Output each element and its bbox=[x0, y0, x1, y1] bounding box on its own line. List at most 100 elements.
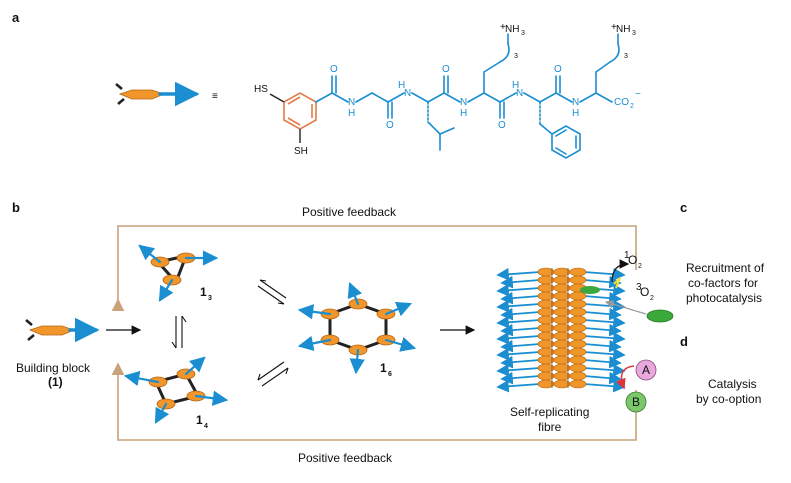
tetramer-label: 1 bbox=[196, 413, 203, 427]
panel-c-line2: co-factors for bbox=[688, 276, 758, 290]
fibre-strand bbox=[496, 267, 541, 281]
svg-text:3: 3 bbox=[514, 53, 518, 60]
cofactor-recruitment-arrow bbox=[604, 300, 647, 315]
triplet-o2: O bbox=[640, 285, 649, 299]
feedback-loop-bottom bbox=[111, 362, 637, 441]
fibre-ring-unit bbox=[569, 267, 587, 277]
equilibrium-vertical bbox=[171, 315, 187, 349]
svg-text:NH: NH bbox=[616, 24, 630, 35]
catalysis-arrow bbox=[615, 365, 635, 390]
svg-text:O: O bbox=[554, 64, 562, 75]
trimer-macrocycle bbox=[138, 244, 219, 302]
peptide-structure bbox=[269, 33, 620, 159]
singlet-o2-sup: 1 bbox=[624, 250, 630, 261]
svg-text:N: N bbox=[516, 88, 523, 99]
fibre-ring-unit bbox=[569, 379, 587, 389]
svg-text:−: − bbox=[635, 89, 641, 100]
fibre-ring-unit bbox=[569, 347, 587, 357]
fibre-strand bbox=[583, 299, 626, 313]
svg-text:O: O bbox=[330, 64, 338, 75]
svg-text:+: + bbox=[500, 22, 506, 33]
panel-d-line1: Catalysis bbox=[708, 377, 757, 391]
positive-feedback-bottom-label: Positive feedback bbox=[298, 451, 393, 465]
fibre-strand bbox=[496, 347, 541, 361]
svg-text:O: O bbox=[442, 64, 450, 75]
fibre-strand bbox=[500, 355, 541, 369]
fibre-ring-unit bbox=[569, 291, 587, 301]
fibre-strand bbox=[583, 339, 622, 353]
fibre-strand bbox=[496, 299, 541, 313]
oxygen-cycle bbox=[580, 259, 630, 294]
fibre-strand bbox=[500, 339, 541, 353]
building-block-label: Building block bbox=[16, 361, 91, 375]
svg-text:N: N bbox=[460, 97, 467, 108]
substrate-a-circle bbox=[635, 359, 657, 381]
building-block-id: (1) bbox=[48, 375, 63, 389]
equilibrium-tetramer-hexamer bbox=[257, 361, 289, 387]
panel-letter-a: a bbox=[12, 10, 20, 25]
fibre-strand bbox=[583, 307, 622, 321]
panel-letter-d: d bbox=[680, 334, 688, 349]
cofactor-disc bbox=[646, 309, 674, 323]
svg-text:3: 3 bbox=[632, 30, 636, 37]
equilibrium-trimer-hexamer bbox=[257, 279, 287, 305]
substrate-a-label: A bbox=[642, 363, 650, 377]
structure-labels: HS SH O N H O N H O N H O N H O N H CO 2… bbox=[254, 22, 641, 157]
equivalence-sign: ≡ bbox=[212, 91, 218, 102]
svg-text:N: N bbox=[348, 97, 355, 108]
fibre-strand bbox=[583, 275, 622, 289]
svg-text:O: O bbox=[498, 120, 506, 131]
fibre-ring-unit bbox=[569, 363, 587, 373]
feedback-loop-top bbox=[111, 225, 637, 312]
svg-text:+: + bbox=[611, 22, 617, 33]
fibre-strand bbox=[583, 371, 622, 385]
panel-c-line1: Recruitment of bbox=[686, 261, 765, 275]
panel-c-line3: photocatalysis bbox=[686, 291, 762, 305]
svg-text:H: H bbox=[512, 80, 519, 91]
fibre-strand bbox=[583, 315, 626, 329]
fibre-strand bbox=[583, 267, 626, 281]
fibre-label-line1: Self-replicating bbox=[510, 405, 589, 419]
tetramer-macrocycle bbox=[123, 356, 229, 424]
fibre-strand bbox=[583, 363, 626, 377]
fibre-strand bbox=[583, 291, 622, 305]
fibre-label-line2: fibre bbox=[538, 420, 562, 434]
fibre-strand bbox=[496, 283, 541, 297]
svg-text:NH: NH bbox=[505, 24, 519, 35]
hexamer-subscript: 6 bbox=[388, 371, 392, 378]
fibre-strand bbox=[583, 379, 626, 393]
product-b-label: B bbox=[632, 395, 640, 409]
fibre-ring-unit bbox=[569, 275, 587, 285]
fibre-strand bbox=[583, 323, 622, 337]
svg-text:CO: CO bbox=[614, 97, 629, 108]
building-block-icon-b bbox=[25, 317, 100, 343]
fibre-ring-unit bbox=[569, 315, 587, 325]
fibre-strand bbox=[500, 291, 541, 305]
self-replicating-fibre bbox=[496, 267, 626, 393]
fibre-strand bbox=[583, 347, 626, 361]
fibre-ring-unit bbox=[569, 355, 587, 365]
trimer-subscript: 3 bbox=[208, 295, 212, 302]
panel-letter-b: b bbox=[12, 200, 20, 215]
svg-text:3: 3 bbox=[624, 53, 628, 60]
fibre-ring-unit bbox=[569, 331, 587, 341]
svg-text:O: O bbox=[386, 120, 394, 131]
fibre-strand bbox=[500, 371, 541, 385]
singlet-o2: O bbox=[628, 253, 637, 267]
fibre-ring-unit bbox=[569, 307, 587, 317]
svg-text:H: H bbox=[348, 108, 355, 119]
fibre-strand bbox=[583, 355, 622, 369]
product-b-circle bbox=[625, 391, 647, 413]
fibre-strand bbox=[583, 331, 626, 345]
svg-text:HS: HS bbox=[254, 84, 268, 95]
tetramer-subscript: 4 bbox=[204, 423, 208, 430]
svg-text:SH: SH bbox=[294, 146, 308, 157]
fibre-ring-unit bbox=[569, 339, 587, 349]
svg-text:2: 2 bbox=[630, 103, 634, 110]
hexamer-label: 1 bbox=[380, 361, 387, 375]
singlet-o2-sub: 2 bbox=[638, 263, 642, 270]
fibre-ring-unit bbox=[569, 371, 587, 381]
hexamer-macrocycle bbox=[297, 281, 417, 375]
panel-letter-c: c bbox=[680, 200, 687, 215]
